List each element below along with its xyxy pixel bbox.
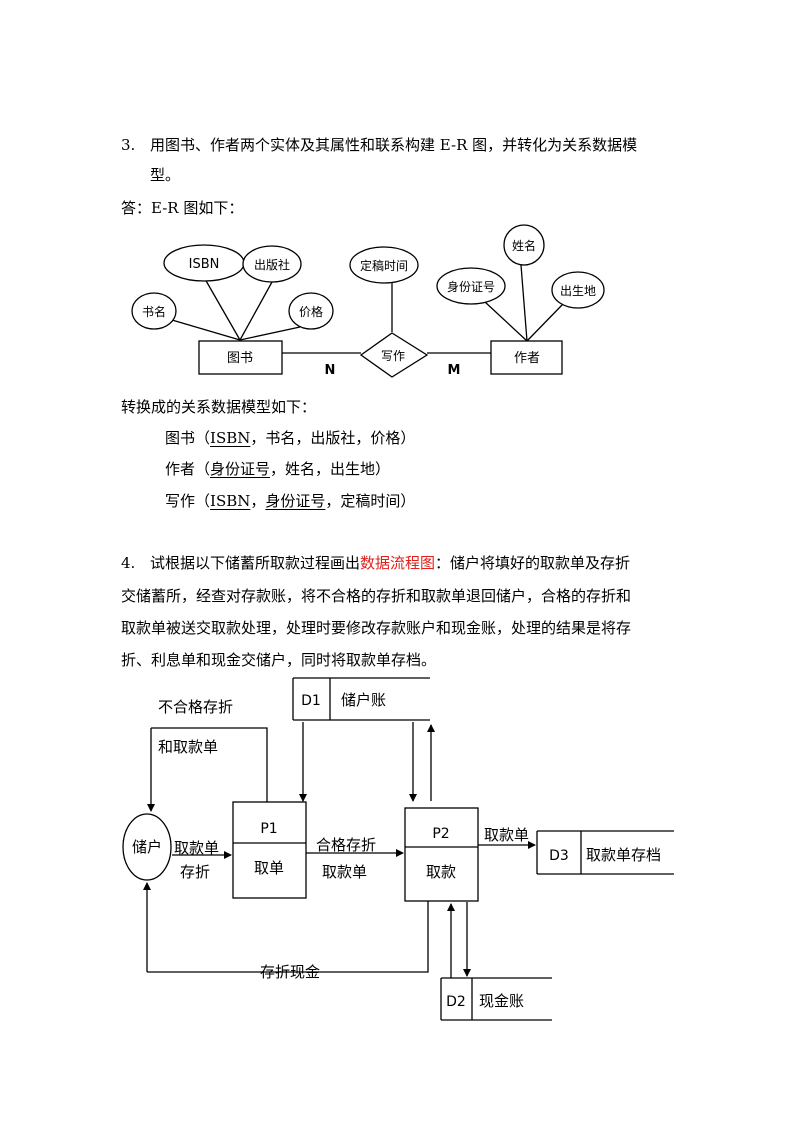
q4-number: 4. xyxy=(121,554,136,572)
q4-line4: 折、利息单和现金交储户，同时将取款单存档。 xyxy=(121,651,437,669)
card-n: N xyxy=(325,363,336,378)
reject-flow-line xyxy=(151,727,268,802)
attr-id-ellipse xyxy=(436,267,506,305)
q4-line1-b: ：储户将填好的取款单及存折 xyxy=(435,554,631,572)
q4-line3: 取款单被送交取款处理，处理时要修改存款账户和现金账，处理的结果是将存 xyxy=(121,619,632,637)
p1-name: 取单 xyxy=(254,859,284,877)
relation-book: 图书（ISBN，书名，出版社，价格） xyxy=(165,428,415,448)
in-label-1: 取款单 xyxy=(174,839,219,857)
relation-author-key: 身份证号 xyxy=(210,460,271,478)
relation-book-open: 图书（ xyxy=(165,429,211,447)
d2-id: D2 xyxy=(446,994,466,1010)
d2-name: 现金账 xyxy=(479,992,524,1010)
customer: 储户 xyxy=(132,838,162,856)
attr-price: 价格 xyxy=(299,304,323,319)
entity-book: 图书 xyxy=(227,351,253,366)
return-label: 存折现金 xyxy=(260,963,320,981)
p2-name: 取款 xyxy=(426,863,456,881)
d1-id: D1 xyxy=(301,693,321,709)
relation-write-key1: ISBN xyxy=(210,492,251,510)
attr-id: 身份证号 xyxy=(447,279,495,294)
mid-label-1: 合格存折 xyxy=(316,836,376,854)
d3-id: D3 xyxy=(549,848,569,864)
attr-name: 姓名 xyxy=(512,238,536,253)
relation-author: 作者（身份证号，姓名，出生地） xyxy=(165,459,390,479)
card-m: M xyxy=(448,363,461,378)
attr-publisher: 出版社 xyxy=(254,257,290,272)
attr-birth-ellipse xyxy=(551,271,605,309)
attr-price-ellipse xyxy=(288,292,334,330)
relation-book-rest: ，书名，出版社，价格） xyxy=(250,429,416,447)
relation-book-key: ISBN xyxy=(210,429,251,447)
relation-author-open: 作者（ xyxy=(165,460,211,478)
entity-book-box xyxy=(198,340,283,375)
attr-birth: 出生地 xyxy=(560,284,596,298)
return-flow-line xyxy=(147,901,429,973)
p1-id: P1 xyxy=(260,821,277,837)
attr-title-ellipse xyxy=(131,292,177,330)
d1-name: 储户账 xyxy=(341,691,386,709)
relation-author-rest: ，姓名，出生地） xyxy=(270,460,391,478)
mid-label-2: 取款单 xyxy=(322,863,367,881)
relation-diamond xyxy=(359,332,429,378)
attr-date: 定稿时间 xyxy=(360,258,408,273)
relation-write-sep: ， xyxy=(250,492,266,510)
in-label-2: 存折 xyxy=(180,863,210,881)
attr-publisher-ellipse xyxy=(242,245,302,283)
q4-line1-a: 试根据以下储蓄所取款过程画出 xyxy=(150,554,361,572)
p1-box xyxy=(232,801,307,899)
d3-name: 取款单存档 xyxy=(586,846,661,864)
attr-name-ellipse xyxy=(503,224,545,266)
relation-write: 写作（ISBN，身份证号，定稿时间） xyxy=(165,491,415,511)
entity-author-box xyxy=(490,340,563,375)
er-lines xyxy=(171,264,564,354)
q4-line1-red: 数据流程图 xyxy=(360,554,436,572)
attr-title: 书名 xyxy=(142,304,166,319)
q4-line2: 交储蓄所，经查对存款账，将不合格的存折和取款单退回储户，合格的存折和 xyxy=(121,587,632,605)
q3-line1: 用图书、作者两个实体及其属性和联系构建 E-R 图，并转化为关系数据模 xyxy=(150,136,638,154)
q3-number: 3. xyxy=(121,136,136,154)
relation-write-open: 写作（ xyxy=(165,492,211,510)
reject-label-1: 不合格存折 xyxy=(158,698,233,716)
out-label: 取款单 xyxy=(484,826,529,844)
attr-date-ellipse xyxy=(349,246,419,284)
q3-answer: 答：E-R 图如下： xyxy=(121,199,244,217)
attr-isbn: ISBN xyxy=(189,257,220,272)
relation-label: 写作 xyxy=(381,349,405,363)
relational-intro: 转换成的关系数据模型如下： xyxy=(121,398,317,416)
p2-box xyxy=(404,807,479,902)
entity-author: 作者 xyxy=(514,351,540,366)
p2-id: P2 xyxy=(432,826,449,842)
q3-line2: 型。 xyxy=(150,166,181,184)
reject-label-2: 和取款单 xyxy=(158,738,218,756)
relation-write-key2: 身份证号 xyxy=(265,492,326,510)
customer-ellipse xyxy=(122,813,172,881)
q4-line1: 试根据以下储蓄所取款过程画出数据流程图：储户将填好的取款单及存折 xyxy=(150,553,630,573)
dfd-diagram: D1 储户账 不合格存折 和取款单 储户 取款单 存折 P1 取单 合格存折 取… xyxy=(122,677,674,1021)
relation-write-rest: ，定稿时间） xyxy=(325,492,416,510)
